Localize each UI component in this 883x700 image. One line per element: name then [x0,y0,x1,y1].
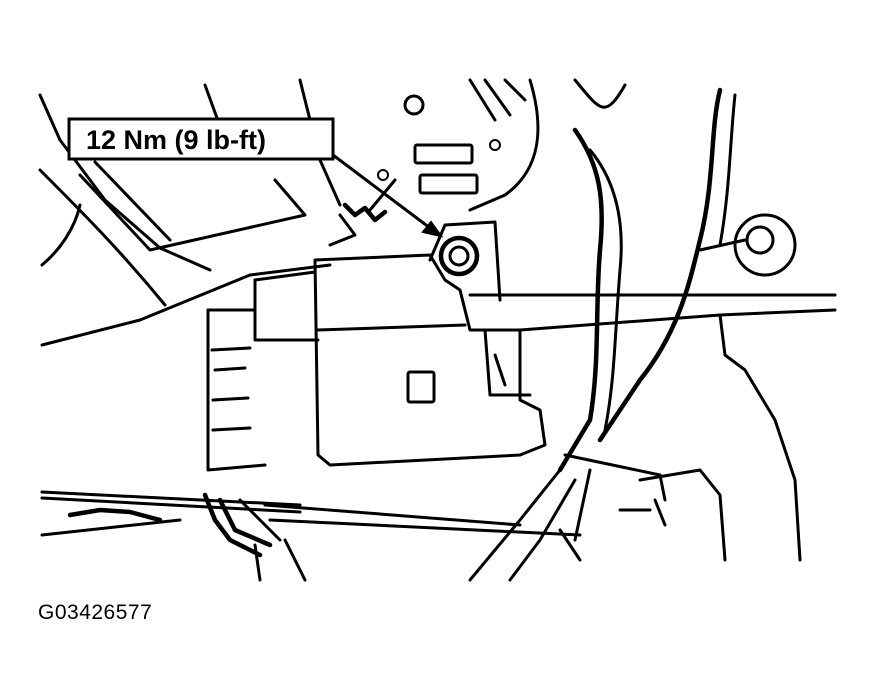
wiring-harness [468,87,797,582]
body-panel-lines [38,78,397,347]
bolt-fastener [438,235,480,277]
lower-connectors [40,490,582,582]
wire-clip [328,202,388,247]
torque-callout: 12 Nm (9 lb-ft) [67,117,444,238]
control-module [206,220,547,472]
torque-label: 12 Nm (9 lb-ft) [86,125,266,155]
right-side-panel [468,293,837,562]
upper-dash-details [377,78,627,212]
callout-arrowhead [421,220,444,238]
torque-callout-box [67,117,335,161]
figure-id: G03426577 [38,601,153,624]
callout-leader-line [331,153,432,230]
